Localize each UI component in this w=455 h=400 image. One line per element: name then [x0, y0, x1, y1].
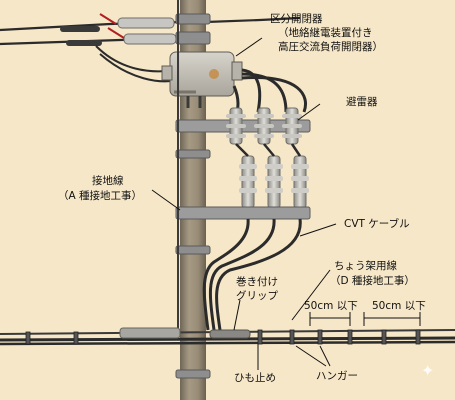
- lower-crossarm: [175, 206, 311, 220]
- cvt-cables: [202, 218, 302, 331]
- lightning-arresters: [226, 107, 302, 145]
- hanger-label: ハンガー: [316, 370, 358, 382]
- switch-label-2: （地絡継電装置付き: [278, 27, 373, 39]
- spacing-label-1: 50cm 以下: [304, 300, 358, 312]
- switch-label-1: 区分開閉器: [270, 13, 323, 25]
- switch-label-3: 高圧交流負荷開閉器）: [278, 41, 383, 53]
- cable-terminations: [235, 143, 309, 209]
- ground-wire-label-1: 接地線: [92, 175, 124, 187]
- hangers: [25, 329, 421, 345]
- cvt-label: CVT ケーブル: [344, 218, 410, 230]
- messenger-wire: [0, 327, 455, 346]
- leader-lines: [151, 37, 337, 370]
- arrester-label: 避雷器: [346, 96, 378, 108]
- pole-bands: [175, 13, 211, 379]
- section-switch: [161, 51, 243, 108]
- messenger-label-1: ちょう架用線: [334, 260, 397, 272]
- messenger-label-2: （D 種接地工事）: [330, 275, 415, 287]
- spacing-label-2: 50cm 以下: [372, 300, 426, 312]
- spacing-dimensions: [309, 312, 421, 326]
- ground-wire-label-2: （A 種接地工事）: [58, 190, 143, 202]
- wrap-grip-label-1: 巻き付け: [236, 276, 278, 288]
- sparkle-icon: ✦: [421, 361, 435, 380]
- switch-cables: [232, 68, 307, 114]
- strain-insulators: [60, 13, 177, 46]
- string-stop-label: ひも止め: [234, 372, 276, 384]
- wrap-grip-label-2: グリップ: [236, 290, 278, 302]
